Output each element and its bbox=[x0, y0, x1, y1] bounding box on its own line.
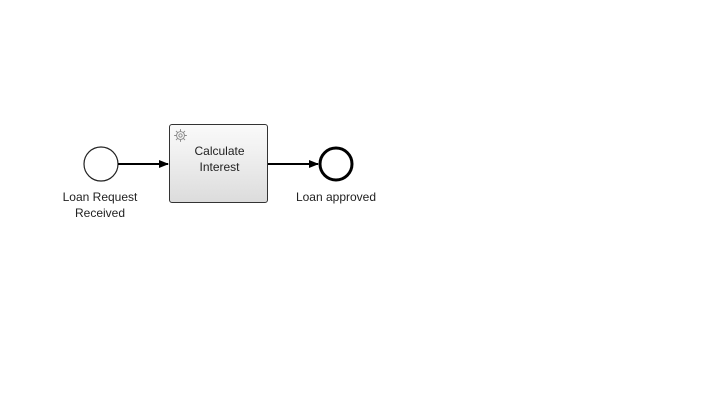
start-event[interactable] bbox=[83, 146, 119, 182]
task-label-line-1: Calculate bbox=[194, 144, 245, 158]
start-event-label-line-1: Loan Request bbox=[62, 190, 138, 204]
start-event-label: Loan Request Received bbox=[52, 189, 148, 221]
task-label: Calculate Interest bbox=[170, 143, 269, 175]
end-event-label: Loan approved bbox=[295, 190, 377, 204]
service-task-calculate-interest[interactable]: Calculate Interest bbox=[169, 124, 268, 203]
end-event[interactable] bbox=[318, 146, 354, 182]
task-label-line-2: Interest bbox=[199, 160, 240, 174]
start-event-label-line-2: Received bbox=[74, 206, 126, 220]
gear-icon bbox=[174, 129, 187, 142]
